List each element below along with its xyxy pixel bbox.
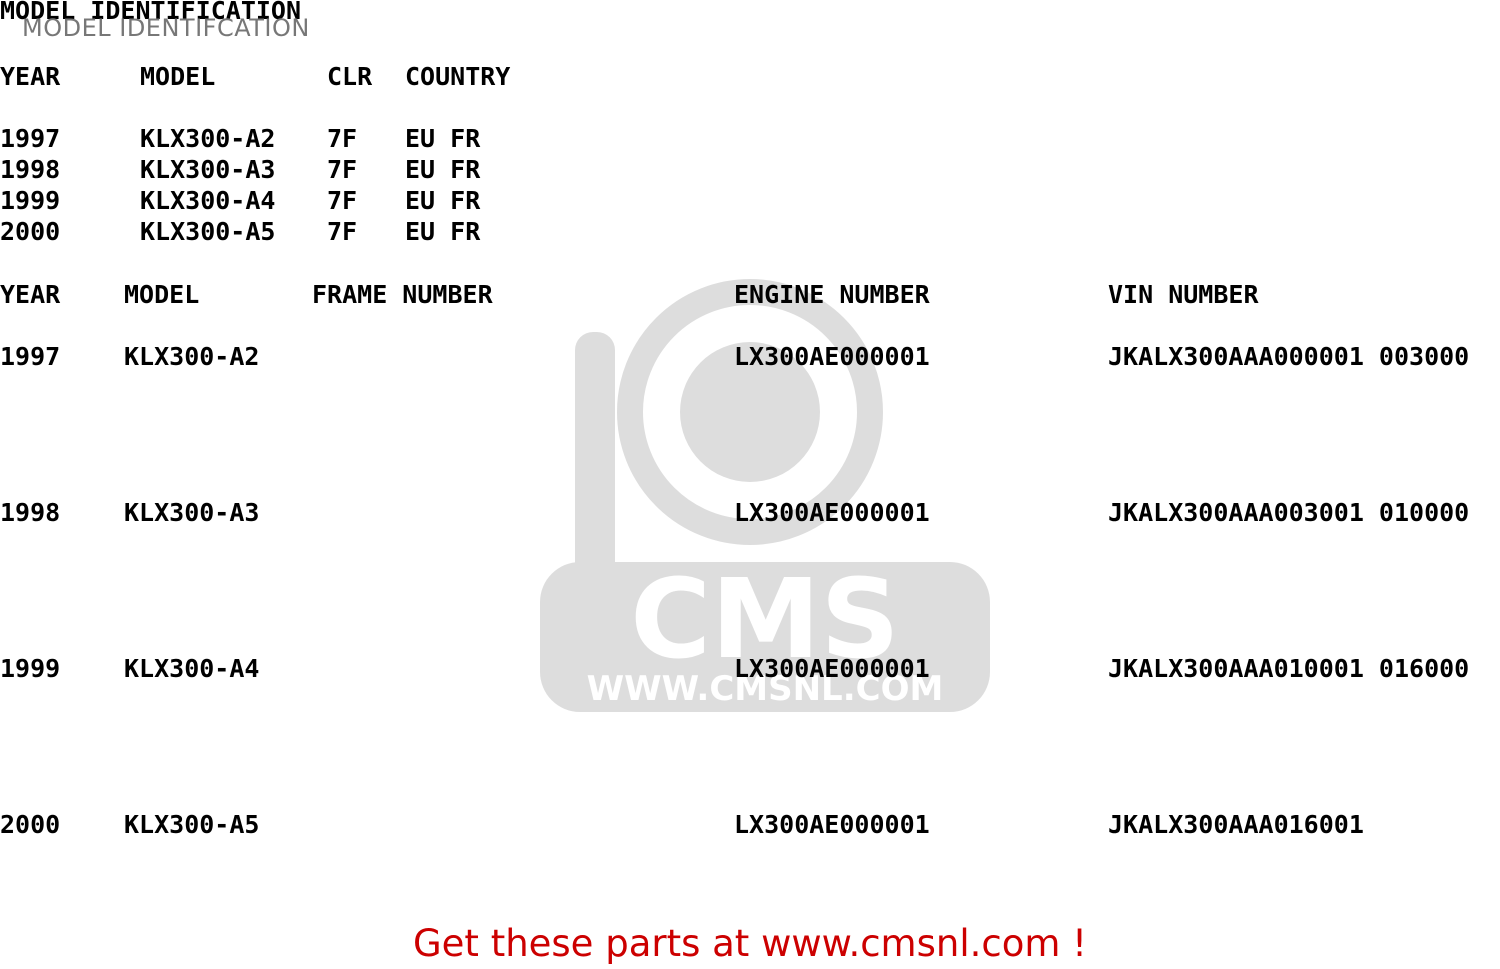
table2-cell-year: 1999 [0, 654, 61, 683]
table2-header-year: YEAR [0, 280, 61, 309]
table1-header-year: YEAR [0, 62, 61, 91]
table1-header-model: MODEL [140, 62, 216, 91]
table1-cell-model: KLX300-A3 [140, 155, 276, 184]
table1-cell-country: EU FR [405, 155, 481, 184]
table2-cell-model: KLX300-A4 [124, 654, 260, 683]
table1-cell-year: 1997 [0, 124, 61, 153]
table2-cell-vin-number: JKALX300AAA000001 003000 [1108, 342, 1470, 371]
table1-cell-country: EU FR [405, 186, 481, 215]
table1-header-country: COUNTRY [405, 62, 511, 91]
table1-header-clr: CLR [327, 62, 373, 91]
table2-header-vin-number: VIN NUMBER [1108, 280, 1259, 309]
table1-cell-year: 2000 [0, 217, 61, 246]
table2-cell-year: 1998 [0, 498, 61, 527]
cms-watermark-logo: CMS WWW.CMSNL.COM [540, 279, 990, 712]
table2-header-model: MODEL [124, 280, 200, 309]
table1-cell-model: KLX300-A5 [140, 217, 276, 246]
table2-cell-model: KLX300-A2 [124, 342, 260, 371]
watermark-url: WWW.CMSNL.COM [587, 669, 944, 709]
table2-cell-engine-number: LX300AE000001 [734, 654, 930, 683]
table2-cell-year: 2000 [0, 810, 61, 839]
table2-cell-year: 1997 [0, 342, 61, 371]
table2-header-engine-number: ENGINE NUMBER [734, 280, 930, 309]
watermark-brand: CMS [630, 555, 899, 683]
table2-cell-vin-number: JKALX300AAA016001 [1108, 810, 1364, 839]
table2-header-frame-number: FRAME NUMBER [312, 280, 493, 309]
table1-cell-clr: 7F [327, 124, 358, 153]
page-subtitle: MODEL IDENTIFCATION [22, 14, 310, 42]
table1-cell-clr: 7F [327, 155, 358, 184]
table1-cell-country: EU FR [405, 217, 481, 246]
table1-cell-clr: 7F [327, 217, 358, 246]
page-title: MODEL IDENTIFICATION [0, 0, 302, 25]
table2-cell-model: KLX300-A3 [124, 498, 260, 527]
table2-cell-vin-number: JKALX300AAA010001 016000 [1108, 654, 1470, 683]
table2-cell-vin-number: JKALX300AAA003001 010000 [1108, 498, 1470, 527]
table2-cell-model: KLX300-A5 [124, 810, 260, 839]
table2-cell-engine-number: LX300AE000001 [734, 810, 930, 839]
table1-cell-year: 1998 [0, 155, 61, 184]
table1-cell-clr: 7F [327, 186, 358, 215]
footer-promo-link[interactable]: Get these parts at www.cmsnl.com ! [412, 922, 1087, 965]
table2-cell-engine-number: LX300AE000001 [734, 498, 930, 527]
table2-cell-engine-number: LX300AE000001 [734, 342, 930, 371]
table1-cell-year: 1999 [0, 186, 61, 215]
table1-cell-model: KLX300-A2 [140, 124, 276, 153]
table1-cell-country: EU FR [405, 124, 481, 153]
table1-cell-model: KLX300-A4 [140, 186, 276, 215]
